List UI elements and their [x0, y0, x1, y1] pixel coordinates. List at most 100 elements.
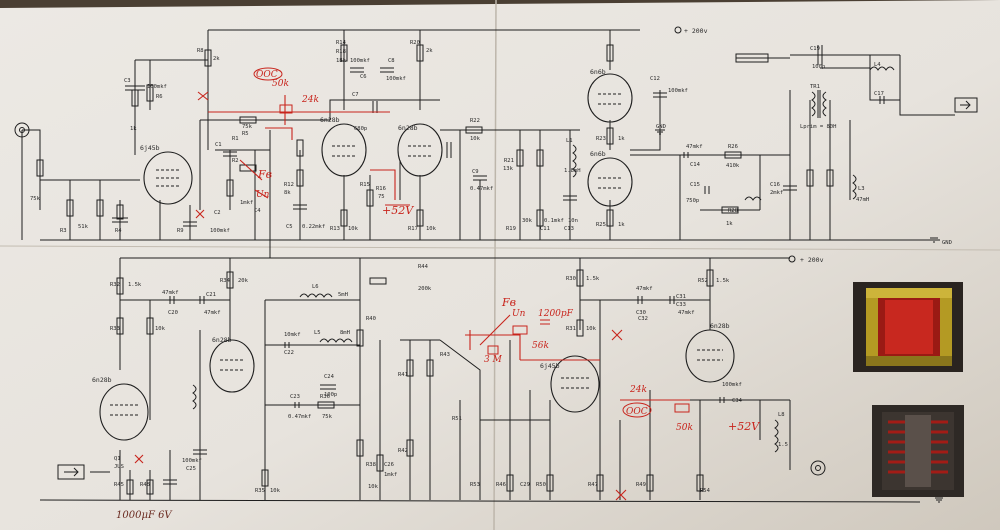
- label-c9v: 0.47mkf: [470, 186, 493, 192]
- label-c12: C12: [650, 76, 660, 82]
- top-red-mods: [195, 67, 410, 219]
- handwritten-annotations: OOC 50k 24k Fв Uп +52V Fв Uп 1200pF 56k …: [116, 70, 760, 521]
- note-ooc-top: OOC: [256, 70, 278, 80]
- tube-v4b-label: 6n6b: [590, 150, 606, 158]
- label-r52v: 1.5k: [716, 278, 730, 284]
- label-l3: L3: [858, 186, 865, 192]
- label-l8: L8: [778, 412, 785, 418]
- label-r18v: 18k: [336, 58, 347, 64]
- tube-v8-icon: [685, 329, 735, 383]
- tube-v8-label: 6n28b: [710, 322, 730, 330]
- label-r52: R52: [698, 278, 708, 284]
- label-c29: C29: [520, 482, 530, 488]
- tube-v2-icon: [321, 123, 367, 177]
- bottom-input-icon: [57, 464, 85, 480]
- label-c8: C8: [388, 58, 395, 64]
- label-r41: R41: [398, 372, 408, 378]
- label-r45: R45: [114, 482, 124, 488]
- bottom-circuit: [39, 257, 921, 503]
- label-r23v: 1k: [618, 136, 625, 142]
- label-r38v: 10k: [368, 484, 379, 490]
- tube-v2-label: 6n28b: [320, 116, 340, 124]
- label-l4: L4: [874, 62, 881, 68]
- label-c25: C25: [186, 466, 196, 472]
- label-r28v: 1k: [726, 221, 733, 227]
- label-r3v: 51k: [78, 224, 89, 230]
- label-r13v: 10k: [348, 226, 359, 232]
- label-c21: C21: [206, 292, 216, 298]
- tube-v4b-icon: [587, 157, 633, 207]
- label-c7: C7: [352, 92, 359, 98]
- label-r19v: 30k: [522, 218, 533, 224]
- tube-v5-icon: [99, 383, 149, 441]
- label-c14: C14: [690, 162, 701, 168]
- label-c31: C31: [676, 294, 686, 300]
- input-jack-icon: [14, 122, 30, 138]
- label-c22v: 10mkf: [284, 332, 301, 338]
- label-r25v: 1k: [618, 222, 625, 228]
- label-c4v: 1mkf: [240, 200, 253, 206]
- label-r38: R38: [366, 462, 376, 468]
- label-c5v: 0.22mkf: [302, 224, 325, 230]
- label-r4: R4: [115, 228, 122, 234]
- label-c11: C11: [540, 226, 550, 232]
- label-r6v: 1k: [130, 126, 137, 132]
- label-c2: C2: [214, 210, 221, 216]
- label-r23: R23: [596, 136, 606, 142]
- label-r31v: 10k: [586, 326, 597, 332]
- label-l8v: 1.5: [778, 442, 788, 448]
- label-c4: C4: [254, 208, 261, 214]
- label-r21v: 13k: [503, 166, 514, 172]
- label-r51: R51: [452, 416, 462, 422]
- label-r49: R49: [636, 482, 646, 488]
- label-c3: C3: [124, 78, 131, 84]
- transformer-bottom-photo: [872, 405, 964, 497]
- label-l6v: 5mH: [338, 292, 348, 298]
- label-r19: R19: [506, 226, 516, 232]
- label-c26v: 1mkf: [384, 472, 397, 478]
- label-c24v: 100p: [324, 392, 337, 398]
- label-l5: L5: [314, 330, 321, 336]
- tube-v4a-icon: [587, 73, 633, 123]
- label-l5v: 8mH: [340, 330, 350, 336]
- label-c34: C34: [732, 398, 743, 404]
- label-l1: L1: [566, 138, 573, 144]
- label-r32v: 1.5k: [128, 282, 142, 288]
- note-cap-1000uf: 1000μF 6V: [116, 510, 173, 521]
- note-24k-bot: 24k: [629, 385, 647, 395]
- label-r13: R13: [330, 226, 340, 232]
- label-r42: R42: [398, 448, 408, 454]
- label-r20v: 2k: [426, 48, 433, 54]
- label-c19v: 100p: [812, 64, 825, 70]
- note-56k: 56k: [532, 341, 549, 351]
- label-r2: R2: [232, 158, 239, 164]
- label-r50: R50: [536, 482, 546, 488]
- label-c14v: 47mkf: [686, 144, 703, 150]
- label-r48: R48: [140, 482, 150, 488]
- label-c17: C17: [874, 91, 884, 97]
- paper-fold: [493, 0, 497, 530]
- top-components: [14, 44, 978, 243]
- label-l3v: 47mH: [856, 197, 869, 203]
- label-r26v: 410k: [726, 163, 740, 169]
- label-c22: C22: [284, 350, 294, 356]
- label-c1: C1: [215, 142, 222, 148]
- label-c16v: 2mkf: [770, 190, 783, 196]
- tube-v5-label: 6n28b: [92, 376, 112, 384]
- label-c7v: 680p: [354, 126, 367, 132]
- label-c11v: 0.1mkf: [544, 218, 564, 224]
- top-component-labels: R8 2k C3 100mkf R6 1k 75k R5 R14 R18 18k…: [30, 40, 952, 246]
- label-r35: R35: [255, 488, 265, 494]
- label-c24: C24: [324, 374, 335, 380]
- label-r25: R25: [596, 222, 606, 228]
- label-r46: R46: [496, 482, 506, 488]
- label-c23: C23: [290, 394, 300, 400]
- label-bottom_gnd: GND: [942, 240, 952, 246]
- label-r53: R53: [470, 482, 480, 488]
- label-l1v: 1.8mH: [564, 168, 581, 174]
- label-r44v: 200k: [418, 286, 432, 292]
- bottom-red-mods: [134, 314, 690, 501]
- label-c20v: 47mkf: [162, 290, 179, 296]
- note-fb-bot: Fв: [501, 296, 516, 309]
